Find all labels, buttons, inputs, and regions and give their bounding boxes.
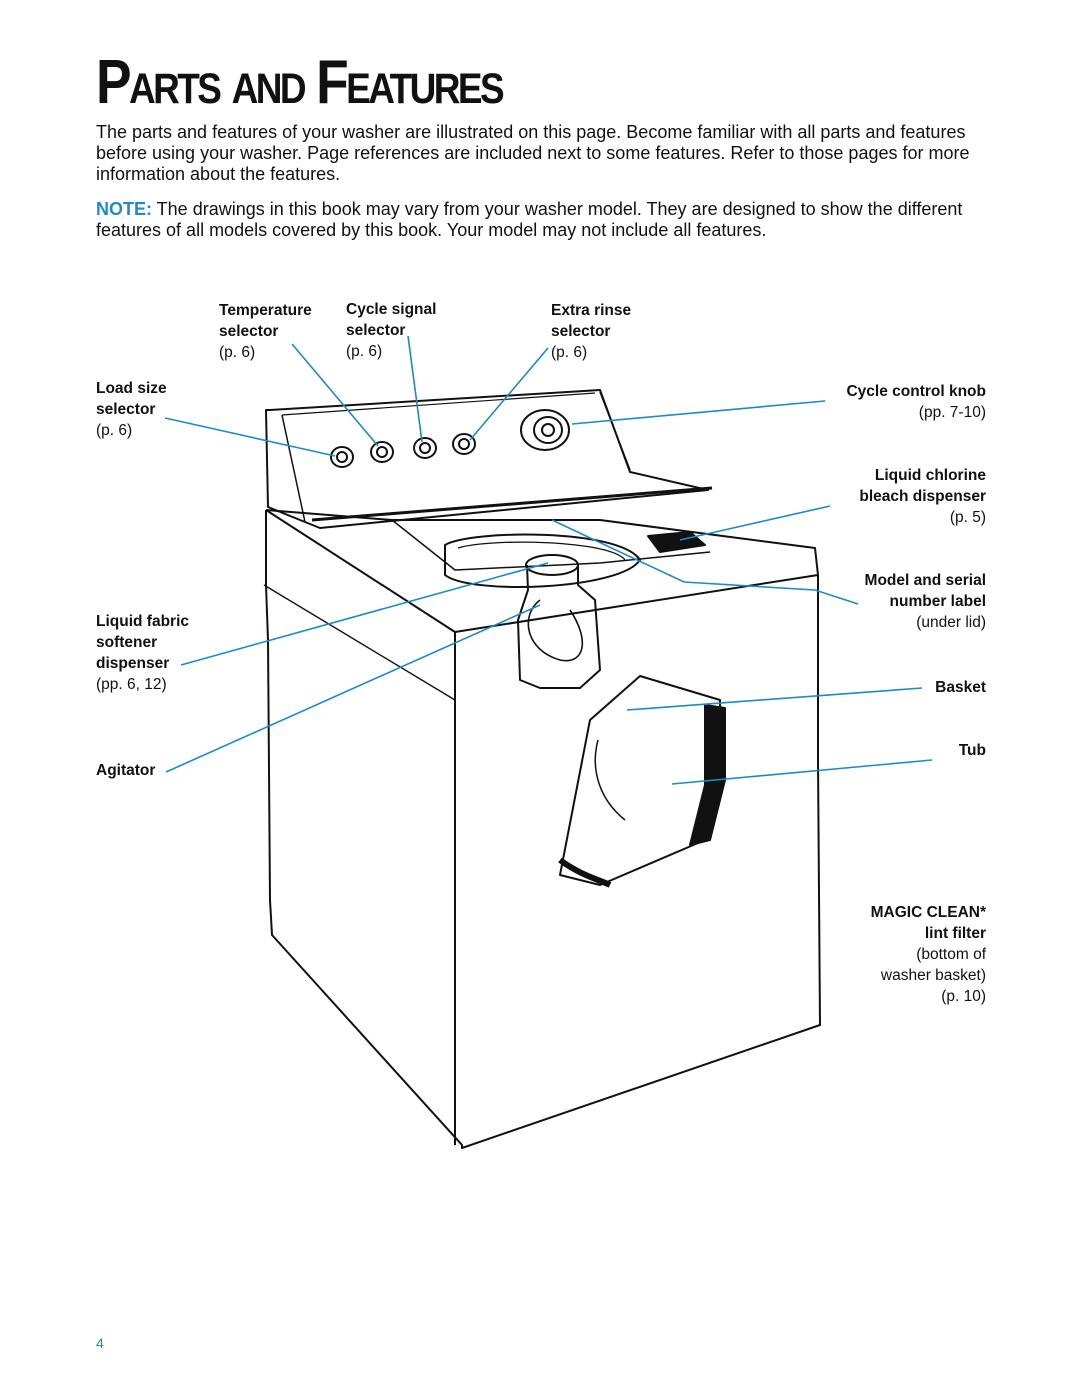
leader-agitator [165,604,541,773]
ref-chlorine: (p. 5) [949,509,986,526]
callout-cycle-control-knob: Cycle control knob (pp. 7-10) [846,381,986,423]
label-fabric-softener-2: softener [96,634,158,651]
callout-temperature-selector: Temperature selector (p. 6) [219,300,312,363]
knob-temperature [370,441,394,463]
label-magic-clean-2: lint filter [924,925,986,942]
callout-load-size-selector: Load size selector (p. 6) [96,378,167,441]
ref-fabric-softener: (pp. 6, 12) [96,676,167,693]
callout-extra-rinse-selector: Extra rinse selector (p. 6) [551,300,631,363]
label-temperature-2: selector [219,323,279,340]
leader-basket [626,687,923,711]
label-extra-rinse-1: Extra rinse [551,302,632,319]
label-model-serial-1: Model and serial [864,572,986,589]
knob-cycle-signal [413,437,437,459]
leader-tub [671,759,933,785]
knob-extra-rinse [452,433,476,455]
label-cycle-signal-1: Cycle signal [346,301,437,318]
ref-magic-clean-1: (bottom of [916,946,986,963]
label-chlorine-2: bleach dispenser [859,488,986,505]
label-load-size-2: selector [96,401,156,418]
label-tub: Tub [958,742,986,759]
callout-basket: Basket [935,677,986,698]
washer-cabinet [265,510,821,1149]
callout-model-serial-label: Model and serial number label (under lid… [865,570,986,633]
label-basket: Basket [935,679,986,696]
note-text: The drawings in this book may vary from … [96,199,963,240]
ref-temperature: (p. 6) [219,344,256,361]
leader-chlorine [679,505,831,541]
label-cycle-signal-2: selector [346,322,406,339]
label-chlorine-1: Liquid chlorine [874,467,986,484]
callout-cycle-signal-selector: Cycle signal selector (p. 6) [346,299,436,362]
bleach-dispenser-shape [647,531,706,553]
label-fabric-softener-1: Liquid fabric [96,613,189,630]
callout-agitator: Agitator [96,760,155,781]
note-paragraph: NOTE: The drawings in this book may vary… [96,199,996,241]
page-number: 4 [96,1335,104,1351]
label-magic-clean-1: MAGIC CLEAN* [870,904,986,921]
ref-magic-clean-2: washer basket) [880,967,986,984]
callout-chlorine-bleach-dispenser: Liquid chlorine bleach dispenser (p. 5) [859,465,986,528]
ref-cycle-control: (pp. 7-10) [918,404,986,421]
leader-temperature [291,343,379,447]
ref-magic-clean-3: (p. 10) [941,988,986,1005]
label-temperature-1: Temperature [219,302,312,319]
label-agitator: Agitator [96,762,156,779]
knob-cycle-control [520,409,570,451]
ref-extra-rinse: (p. 6) [551,344,588,361]
leader-cycle-control [571,400,826,425]
page-title: Parts and Features [96,48,505,117]
ref-cycle-signal: (p. 6) [346,343,383,360]
ref-load-size: (p. 6) [96,422,133,439]
leader-fabric-softener [180,562,549,666]
leader-load-size [164,417,336,457]
knob-load-size [330,446,354,468]
callout-tub: Tub [959,740,986,761]
leader-cycle-signal [407,335,423,443]
label-cycle-control: Cycle control knob [846,383,986,400]
label-load-size-1: Load size [96,380,167,397]
tub-opening [444,533,641,588]
callout-fabric-softener-dispenser: Liquid fabric softener dispenser (pp. 6,… [96,611,189,695]
cutaway-basket [559,675,721,886]
intro-paragraph: The parts and features of your washer ar… [96,122,970,184]
control-console [265,389,709,529]
label-extra-rinse-2: selector [551,323,611,340]
agitator-shape [517,564,601,689]
ref-model-serial: (under lid) [916,614,986,631]
callout-magic-clean-lint-filter: MAGIC CLEAN* lint filter (bottom of wash… [871,902,986,1007]
leader-model-serial [551,519,859,605]
label-fabric-softener-3: dispenser [96,655,170,672]
note-label: NOTE: [96,199,152,219]
label-model-serial-2: number label [889,593,986,610]
leader-extra-rinse [469,347,549,441]
